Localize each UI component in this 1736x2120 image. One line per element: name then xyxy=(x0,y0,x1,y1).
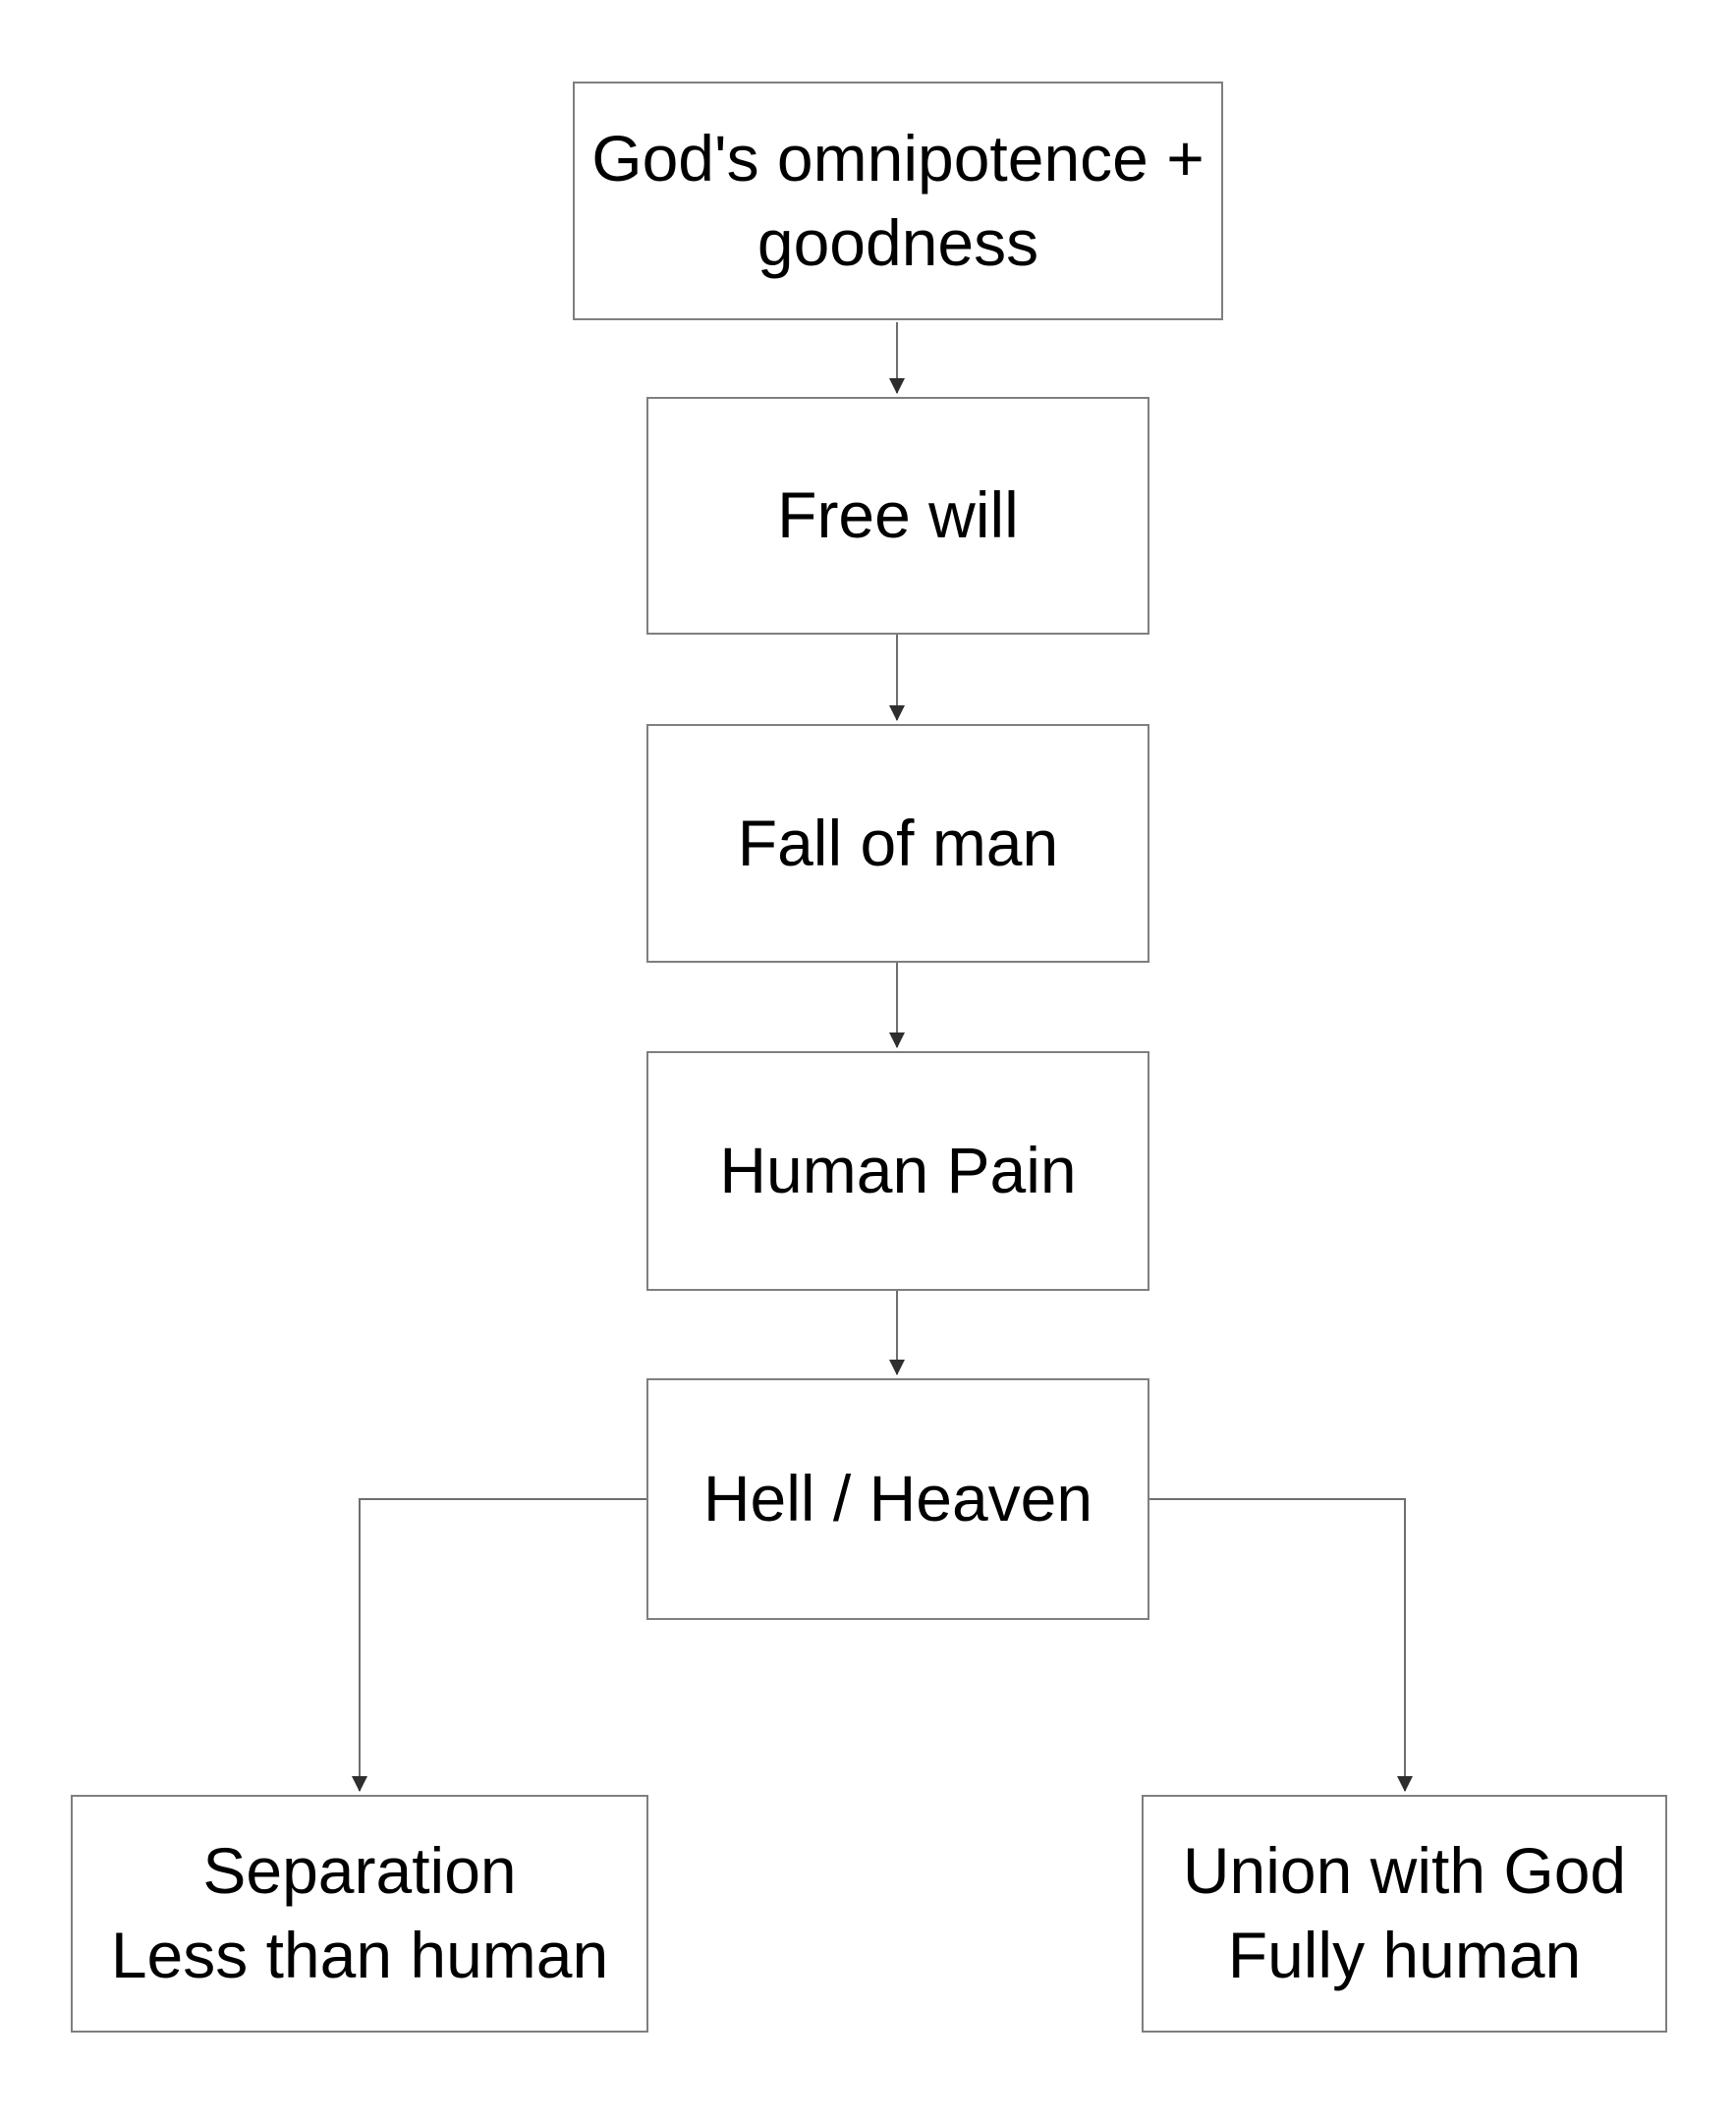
node-label-human-pain: Human Pain xyxy=(719,1134,1077,1207)
node-human-pain: Human Pain xyxy=(646,1051,1149,1291)
connector-hellheaven-to-separation xyxy=(352,1498,646,1792)
node-free-will: Free will xyxy=(646,397,1149,635)
connector-hellheaven-to-union xyxy=(1149,1498,1413,1792)
node-label-fall-of-man: Fall of man xyxy=(737,806,1059,879)
node-gods-omnipotence-goodness: God's omnipotence + goodness xyxy=(573,82,1223,320)
node-fall-of-man: Fall of man xyxy=(646,724,1149,963)
node-label-union-with-god-fully-human: Union with God Fully human xyxy=(1182,1834,1627,1991)
node-label-separation-less-than-human: Separation Less than human xyxy=(110,1834,609,1991)
node-hell-heaven: Hell / Heaven xyxy=(646,1378,1149,1620)
node-label-free-will: Free will xyxy=(777,478,1019,552)
node-label-hell-heaven: Hell / Heaven xyxy=(702,1462,1093,1535)
node-separation-less-than-human: Separation Less than human xyxy=(71,1795,648,2033)
node-union-with-god-fully-human: Union with God Fully human xyxy=(1142,1795,1667,2033)
node-label-gods-omnipotence-goodness: God's omnipotence + goodness xyxy=(591,121,1204,279)
